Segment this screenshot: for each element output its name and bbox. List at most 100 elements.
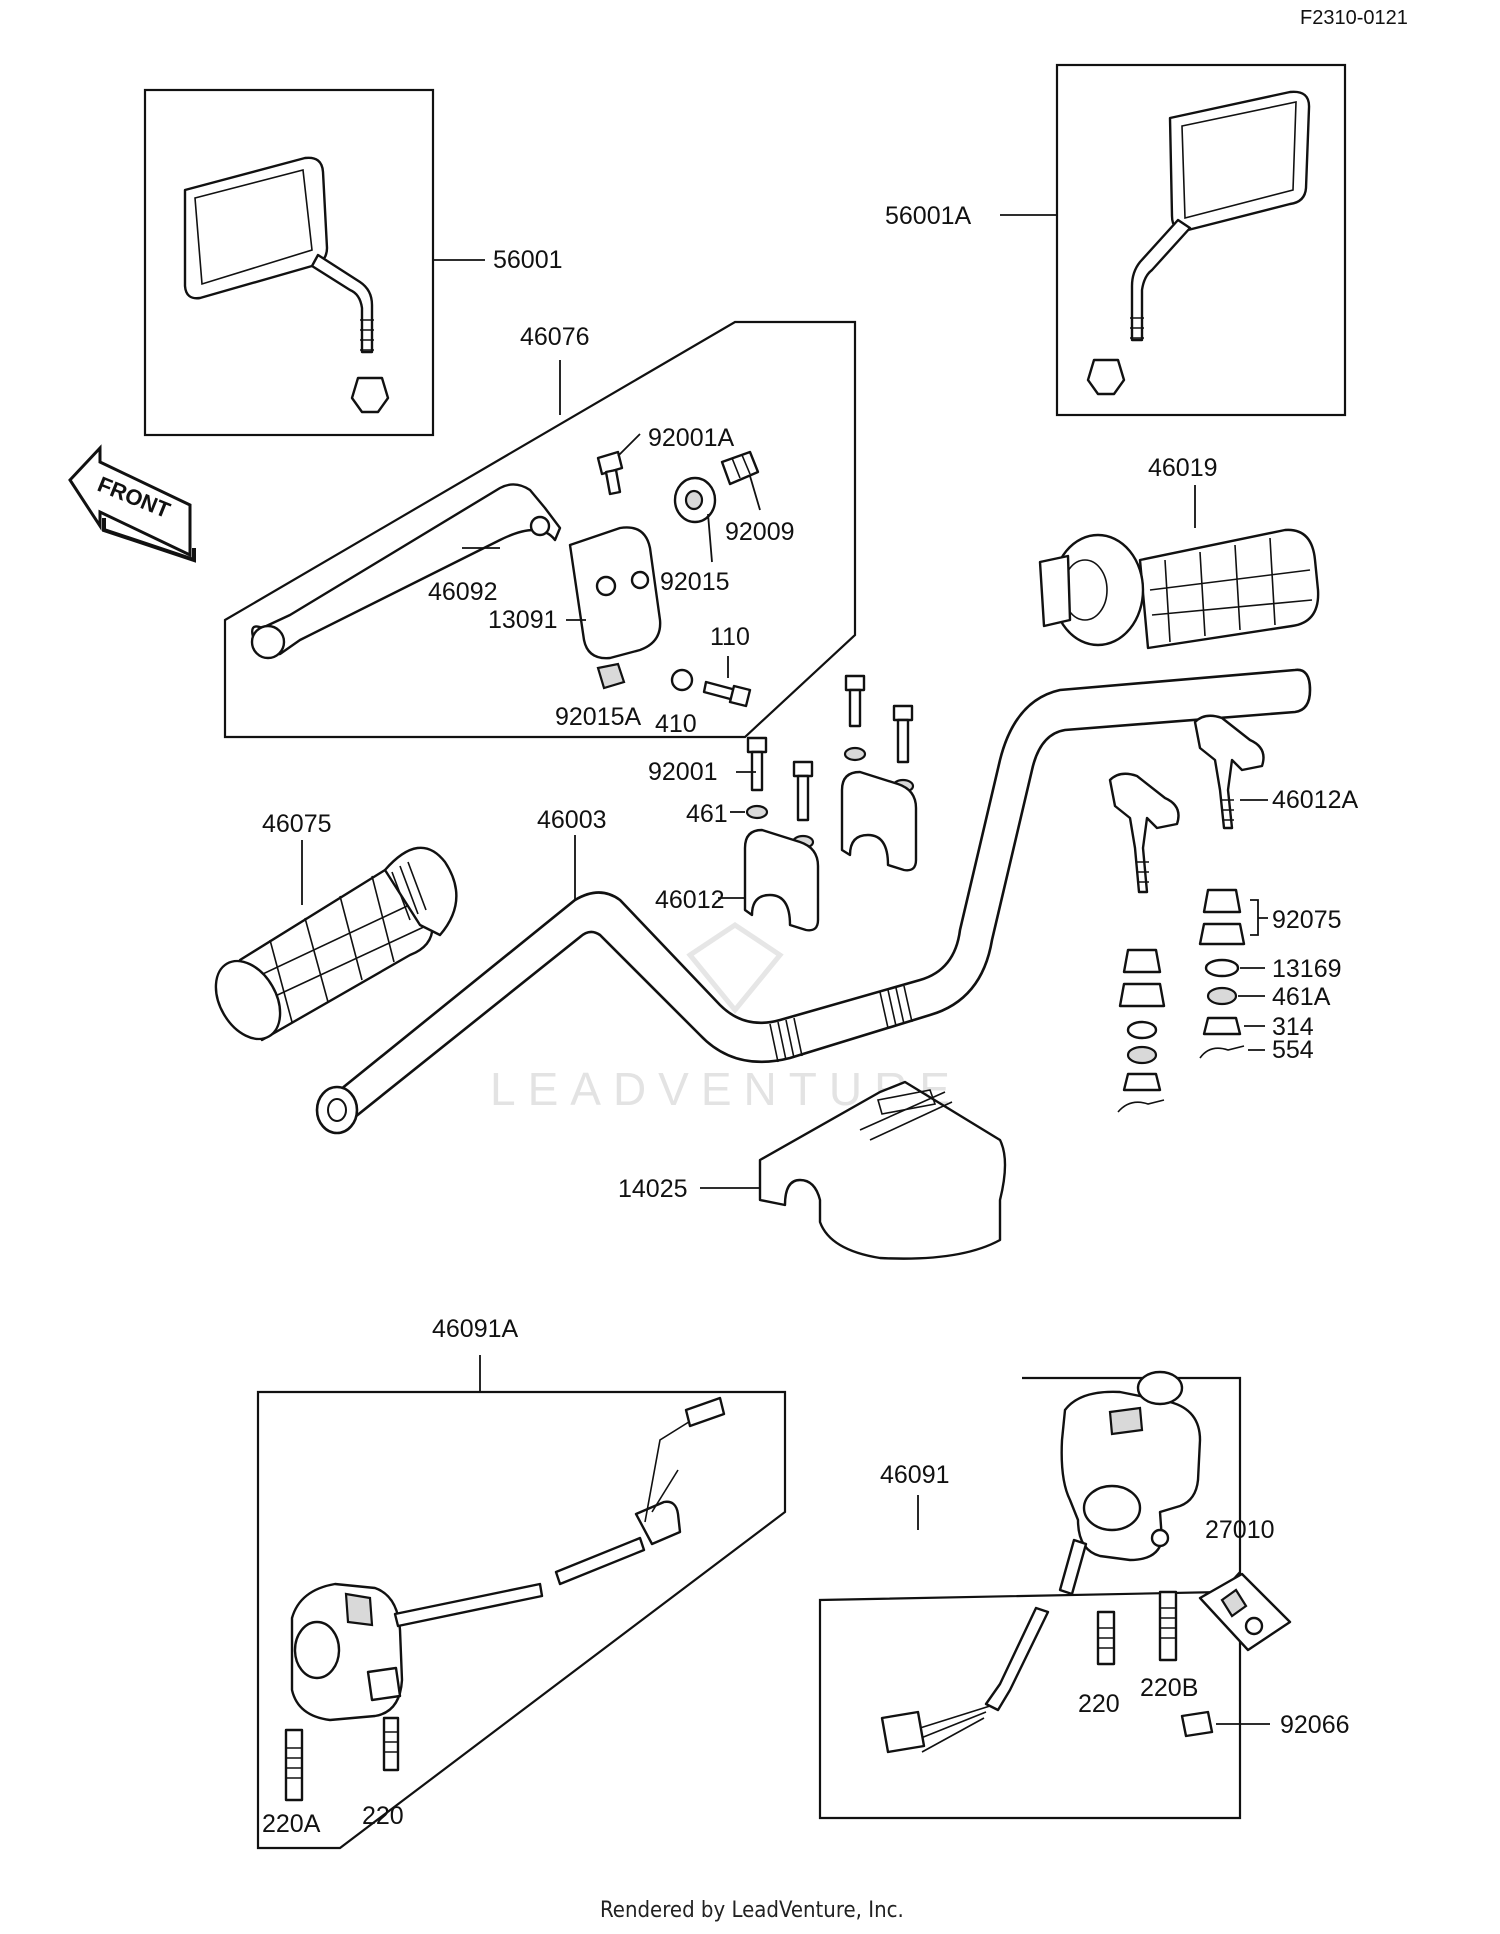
switch-right-cable-b [984, 1606, 1050, 1712]
handlebar-knurl-right [879, 985, 913, 1029]
label-46012A: 46012A [1272, 786, 1359, 814]
switch-left-wire-b [651, 1469, 679, 1513]
switch-right-connector [880, 1710, 926, 1754]
label-46076: 46076 [520, 323, 590, 351]
screw-220-left [382, 1716, 400, 1772]
mirror-right: 56001A [885, 63, 1347, 417]
leader-92001A [617, 433, 641, 457]
switch-right-screw-hole [1150, 1528, 1170, 1548]
kit-27010-card [1198, 1572, 1292, 1652]
bolt-110-head [728, 684, 752, 708]
front-arrow: FRONT [68, 444, 196, 563]
grip-right-pattern [1149, 537, 1313, 643]
bolt-92001A-shank [604, 468, 622, 496]
bolt-92001A-head [596, 450, 624, 476]
switch-left-cable-b [554, 1536, 646, 1586]
riser-rear-thread [1222, 799, 1234, 821]
bracket-hole-b [630, 570, 650, 590]
handlebar-knurl-left [769, 1017, 803, 1063]
pin-554 [1199, 1045, 1245, 1059]
bolt-92001-c-shank [848, 688, 862, 728]
screw-220-right-thread [1098, 1627, 1114, 1649]
handlebar-left-end-bore [327, 1098, 347, 1122]
label-27010: 27010 [1205, 1516, 1275, 1544]
grip-left: 46075 [214, 810, 458, 1042]
label-220-right: 220 [1078, 1690, 1120, 1718]
leader-92075 [1250, 899, 1268, 936]
bracket-hole-a [595, 575, 617, 597]
label-56001A: 56001A [885, 202, 972, 230]
bolt-92001-c-head [844, 674, 866, 692]
grip-left-knurl [391, 861, 427, 921]
washer-left-a [1126, 1020, 1158, 1040]
grip-left-flange [383, 846, 458, 937]
leader-92009 [749, 475, 761, 511]
washer-left-b [1126, 1045, 1158, 1065]
pin-left [1117, 1099, 1165, 1113]
switch-left-wire-a [644, 1419, 693, 1523]
mirror-left-stem [310, 253, 374, 354]
label-314: 314 [1272, 1013, 1314, 1041]
switch-left-connector-a [634, 1500, 682, 1546]
label-14025: 14025 [618, 1175, 688, 1203]
footer-credit: Rendered by LeadVenture, Inc. [600, 1898, 904, 1923]
nut-314 [1202, 1016, 1242, 1036]
screw-220A [284, 1728, 304, 1802]
bracket-13091 [568, 526, 662, 660]
label-220A: 220A [262, 1810, 321, 1838]
label-92001A: 92001A [648, 424, 735, 452]
grip-right: 46019 [1038, 454, 1320, 650]
label-13169: 13169 [1272, 955, 1342, 983]
bolt-92001-b-shank [796, 774, 810, 822]
switch-left-bore [293, 1620, 341, 1680]
nut-92015-hole [684, 489, 704, 511]
damper-92075-upper [1202, 888, 1242, 914]
bolt-92001-a-head [746, 736, 768, 754]
mirror-right-stem [1130, 218, 1192, 342]
damper-left-upper [1122, 948, 1162, 974]
grip-left-pattern [249, 875, 429, 1023]
label-92075: 92075 [1272, 906, 1342, 934]
mirror-right-glass-inner [1181, 101, 1297, 220]
screw-220B-thread [1160, 1607, 1176, 1639]
clamp-46012-front [743, 828, 820, 932]
label-461: 461 [686, 800, 728, 828]
mirror-right-thread [1130, 317, 1144, 339]
label-56001: 56001 [493, 246, 563, 274]
switch-right-knob [1136, 1370, 1184, 1406]
mirror-left-glass [183, 156, 329, 300]
switch-left-box [256, 1390, 787, 1850]
screw-220-left-thread [384, 1731, 398, 1753]
kit-27010-spring [1220, 1588, 1248, 1618]
diagram-code: F2310-0121 [1300, 7, 1408, 29]
mirror-left-thread [360, 319, 374, 351]
washer-461A [1206, 986, 1238, 1006]
lever-assembly-box [223, 320, 857, 739]
screw-220A-thread [286, 1747, 302, 1779]
label-220-left: 220 [362, 1802, 404, 1830]
damper-stack: 92075 13169 461A 314 554 [1117, 888, 1342, 1113]
label-110: 110 [710, 623, 750, 651]
mirror-right-glass [1168, 90, 1311, 232]
nut-left [1122, 1072, 1162, 1092]
label-461A: 461A [1272, 983, 1331, 1011]
mirror-left: 56001 [143, 88, 563, 437]
riser-front [1108, 772, 1180, 894]
lever-ball-end [250, 624, 286, 660]
switch-left-buttons [344, 1592, 374, 1627]
label-46003: 46003 [537, 806, 607, 834]
riser-front-thread [1137, 861, 1149, 883]
damper-left-lower [1118, 982, 1166, 1008]
washer-410 [670, 668, 694, 692]
switch-right-panel [1108, 1406, 1144, 1436]
label-554: 554 [1272, 1036, 1314, 1064]
grip-right-sleeve [1038, 554, 1072, 628]
grip-left-end [214, 959, 282, 1041]
switch-right-46091: 46091 220 220B 27010 92066 [818, 1370, 1350, 1820]
kit-27010-ball [1244, 1616, 1264, 1636]
bolt-92001-b-head [792, 760, 814, 778]
bolt-92066 [1180, 1710, 1214, 1738]
cover-body [758, 1080, 1007, 1260]
label-46019: 46019 [1148, 454, 1218, 482]
